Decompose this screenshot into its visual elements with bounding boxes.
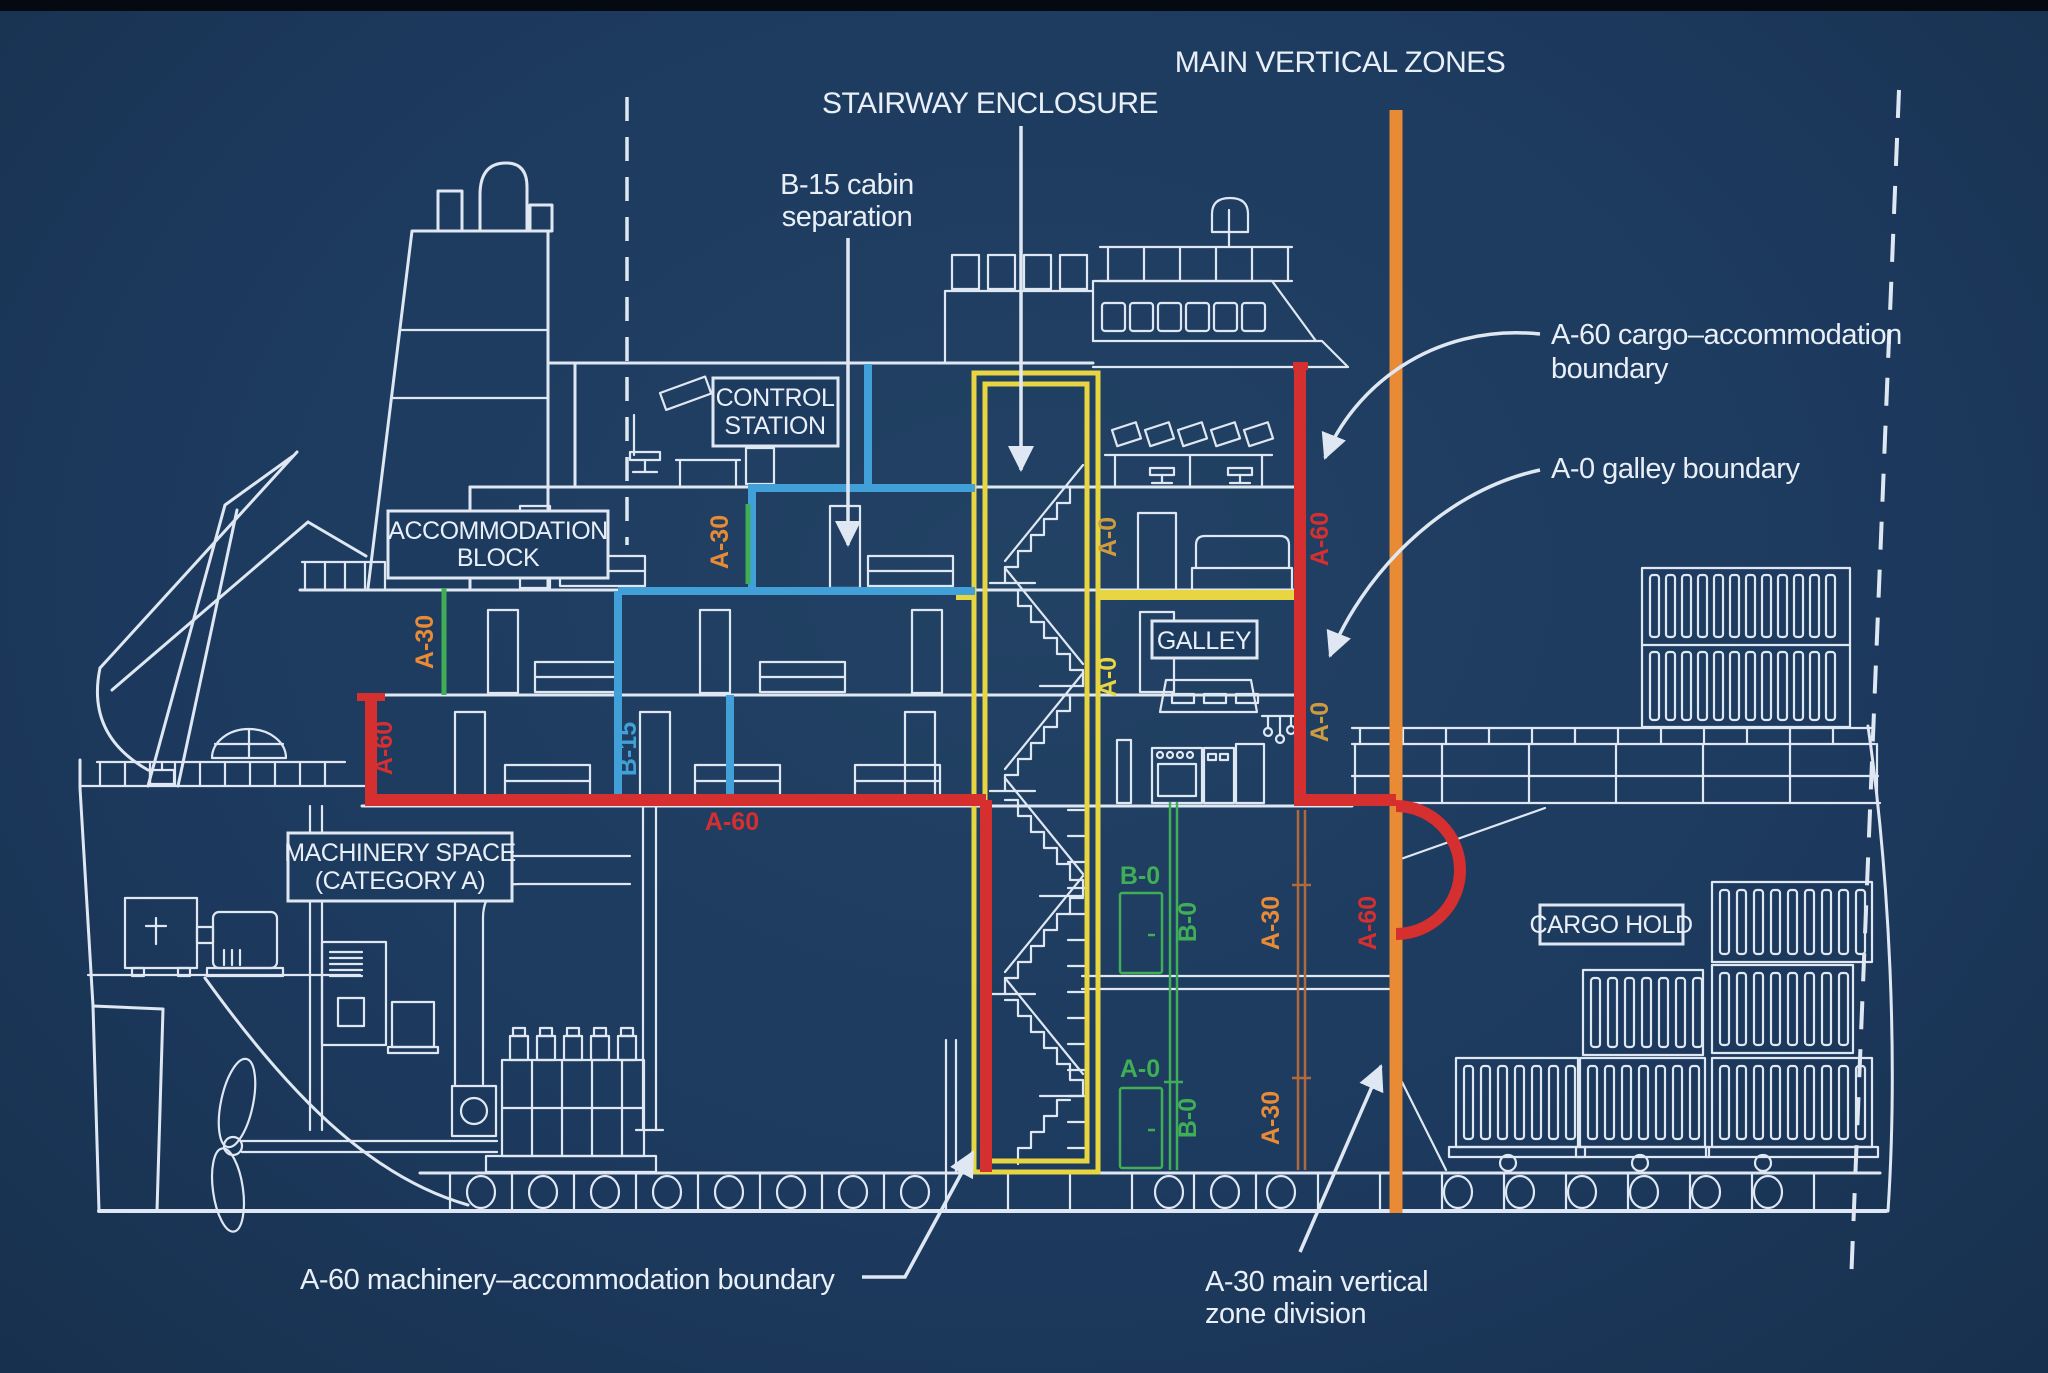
note-a60-cargo-line2: boundary: [1551, 353, 1669, 385]
note-a30-zone-line2: zone division: [1205, 1298, 1366, 1330]
cargo-deck-band: [1350, 726, 1882, 805]
tag-a30-accom: A-30: [411, 615, 439, 669]
svg-text:ACCOMMODATION: ACCOMMODATION: [388, 517, 607, 545]
tag-a30-upper: A-30: [706, 515, 734, 569]
label-galley: GALLEY: [1150, 619, 1259, 660]
a0-galley-arrow: [1326, 468, 1541, 658]
tag-b15: B-15: [614, 722, 642, 776]
svg-text:GALLEY: GALLEY: [1157, 627, 1252, 655]
a30-zone-arrow: [1298, 1064, 1384, 1253]
label-machinery-space: MACHINERY SPACE (CATEGORY A): [284, 831, 516, 903]
container-stack: [1640, 566, 1852, 729]
svg-text:STATION: STATION: [724, 412, 825, 440]
note-a60-machinery: A-60 machinery–accommodation boundary: [300, 1264, 835, 1296]
note-b15-line2: separation: [782, 201, 912, 233]
yellow-stairway-enclosure: [956, 370, 1298, 1175]
stern-crane-icon: [95, 450, 368, 788]
svg-text:CONTROL: CONTROL: [716, 384, 835, 412]
funnel: [366, 161, 554, 590]
svg-text:(CATEGORY A): (CATEGORY A): [315, 867, 485, 895]
a60-cargo-arrow: [1321, 331, 1541, 460]
note-a60-cargo-line1: A-60 cargo–accommodation: [1551, 319, 1902, 351]
top-border-bar: [0, 0, 2048, 11]
tag-a0-upper: A-0: [1094, 517, 1122, 557]
title-main-vertical-zones: MAIN VERTICAL ZONES: [1175, 46, 1506, 79]
cargo-hold-grates: [1447, 880, 1880, 1173]
galley-equipment: [1115, 678, 1297, 805]
tag-a60-cargo-bhd: A-60: [1306, 512, 1334, 566]
tag-a60-deck: A-60: [705, 808, 759, 836]
note-a0-galley: A-0 galley boundary: [1551, 453, 1800, 485]
lounge-furniture: [1136, 511, 1294, 694]
tag-a30-tween: A-30: [1257, 896, 1285, 950]
svg-text:BLOCK: BLOCK: [457, 544, 540, 572]
poop-deck: [78, 727, 370, 788]
a60-machinery-arrow: [862, 1150, 975, 1279]
green-zone-lines: [441, 504, 1183, 1170]
reference-dashed-lines: [625, 89, 1901, 1284]
note-b15-line1: B-15 cabin: [780, 169, 914, 201]
tag-a0-galley-bhd: A-0: [1306, 702, 1334, 742]
leader-arrows: [835, 126, 1541, 1279]
label-accommodation-block: ACCOMMODATION BLOCK: [386, 509, 610, 580]
label-control-station: CONTROL STATION: [711, 376, 840, 448]
machinery-equipment: [86, 373, 975, 1174]
tag-b0-tween: B-0: [1174, 902, 1202, 942]
double-bottom-frames: [448, 1174, 1816, 1211]
title-stairway-enclosure: STAIRWAY ENCLOSURE: [822, 87, 1158, 120]
stairway-stairs: [988, 463, 1088, 1166]
tag-a0-lower-h: A-0: [1120, 1055, 1160, 1083]
control-room-furniture: [628, 375, 776, 487]
tween-deck-lines: [1080, 806, 1547, 1172]
zone-rating-tags: A-30 A-30 A-60 A-60 B-15 A-0 A-0 A-60 A-…: [370, 512, 1382, 1145]
tag-b0-lower: B-0: [1174, 1098, 1202, 1138]
b15-cabin-lines: [614, 364, 975, 798]
a30-hold-boundary-line: [1292, 810, 1311, 1170]
note-a30-zone-line1: A-30 main vertical: [1205, 1266, 1428, 1298]
a60-red-boundaries: [357, 362, 1466, 1172]
propeller-icon: [210, 1057, 499, 1233]
tag-a0-galley-wall: A-0: [1094, 657, 1122, 697]
tag-a30-lower: A-30: [1257, 1091, 1285, 1145]
tag-b0-tween-h: B-0: [1120, 862, 1160, 890]
svg-text:MACHINERY SPACE: MACHINERY SPACE: [284, 839, 515, 867]
label-cargo-hold: CARGO HOLD: [1529, 903, 1693, 946]
svg-text:CARGO HOLD: CARGO HOLD: [1529, 911, 1692, 939]
tag-a60-tween: A-60: [1354, 896, 1382, 950]
bridge: [1091, 196, 1350, 487]
tag-a60-left: A-60: [370, 721, 398, 775]
